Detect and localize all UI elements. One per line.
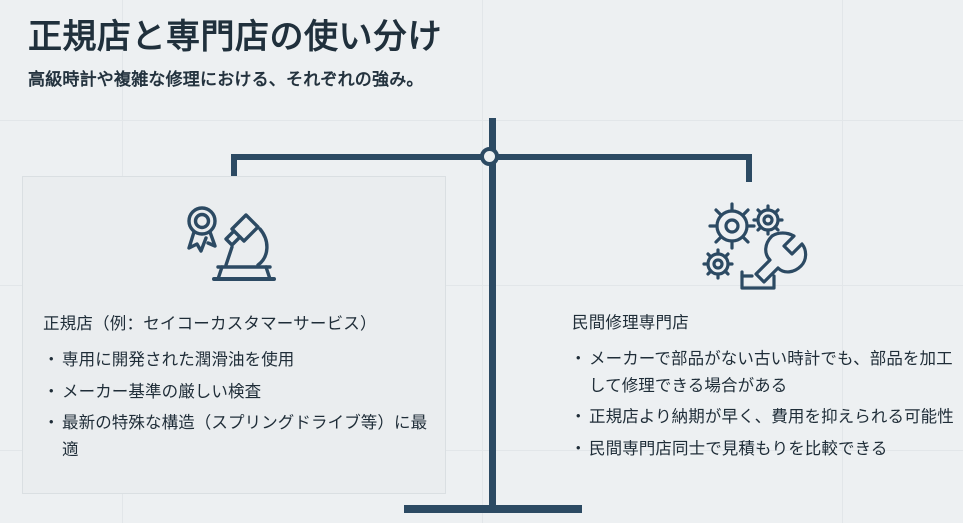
list-item: 専用に開発された潤滑油を使用: [43, 347, 435, 374]
balance-pivot-icon: [480, 147, 499, 166]
list-item: 最新の特殊な構造（スプリングドライブ等）に最適: [43, 410, 435, 463]
panel-bullet-list: メーカーで部品がない古い時計でも、部品を加工して修理できる場合がある 正規店より…: [570, 346, 963, 468]
balance-arm-left: [231, 154, 237, 182]
grid-line-vertical: [842, 0, 843, 523]
page-title: 正規店と専門店の使い分け: [28, 18, 442, 56]
list-item: メーカー基準の厳しい検査: [43, 379, 435, 406]
page-subtitle: 高級時計や複雑な修理における、それぞれの強み。: [28, 70, 424, 90]
panel-heading: 民間修理専門店: [572, 314, 689, 332]
grid-line-horizontal: [0, 450, 963, 451]
grid-line-horizontal: [0, 120, 963, 121]
panel-authorized-dealer: 正規店（例：セイコーカスタマーサービス） 専用に開発された潤滑油を使用 メーカー…: [22, 176, 446, 494]
balance-post: [489, 118, 496, 513]
grid-line-vertical: [482, 0, 483, 523]
grid-line-horizontal: [0, 285, 963, 286]
balance-arm-right: [746, 154, 752, 182]
header: 正規店と専門店の使い分け 高級時計や複雑な修理における、それぞれの強み。: [28, 18, 928, 90]
panel-heading: 正規店（例：セイコーカスタマーサービス）: [43, 315, 377, 333]
microscope-with-award-ribbon-icon: [23, 199, 445, 295]
list-item: メーカーで部品がない古い時計でも、部品を加工して修理できる場合がある: [570, 346, 963, 399]
gears-wrench-hand-icon: [540, 198, 963, 294]
panel-bullet-list: 専用に開発された潤滑油を使用 メーカー基準の厳しい検査 最新の特殊な構造（スプリ…: [43, 347, 435, 469]
list-item: 正規店より納期が早く、費用を抑えられる可能性: [570, 404, 963, 431]
balance-base: [404, 505, 582, 513]
list-item: 民間専門店同士で見積もりを比較できる: [570, 436, 963, 463]
panel-independent-repair-shop: 民間修理専門店 メーカーで部品がない古い時計でも、部品を加工して修理できる場合が…: [540, 176, 963, 494]
